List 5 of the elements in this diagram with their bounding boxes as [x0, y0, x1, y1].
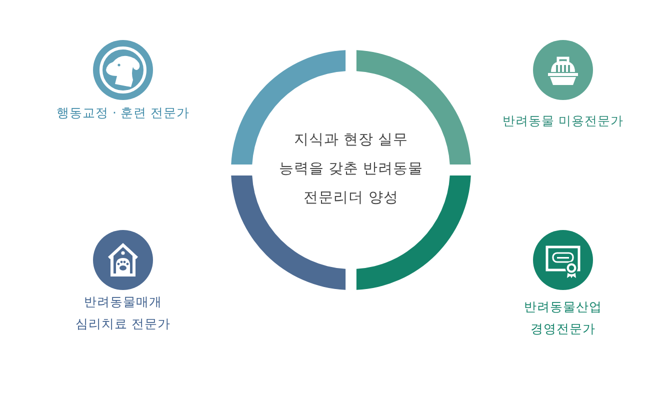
- role-label: 반려동물 미용전문가: [502, 112, 624, 130]
- role-label: 반려동물산업 경영전문가: [523, 298, 603, 338]
- center-text: 지식과 현장 실무 능력을 갖춘 반려동물 전문리더 양성: [278, 131, 424, 208]
- role-label: 행동교정 · 훈련 전문가: [56, 104, 190, 122]
- role-label: 반려동물매개 심리치료 전문가: [74, 293, 172, 333]
